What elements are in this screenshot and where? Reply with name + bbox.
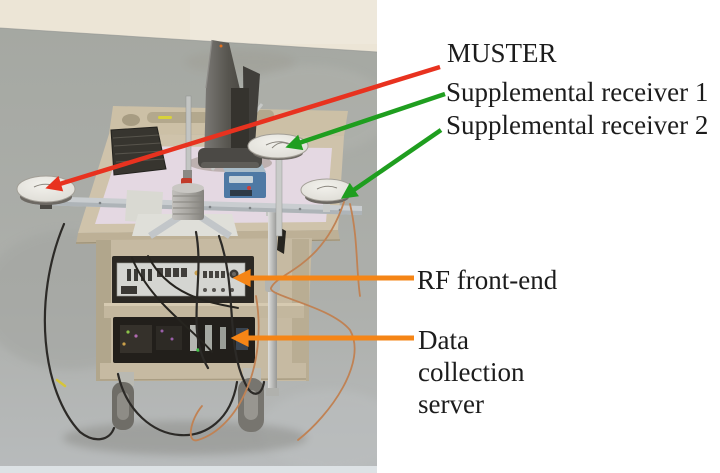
label-receiver2: Supplemental receiver 2 [446,110,709,140]
keyboard [110,126,167,176]
label-line-collection: collection [418,357,525,387]
label-line-server: server [418,389,484,419]
blue-instrument [222,164,266,198]
label-rf-front-end: RF front-end [417,265,558,295]
label-line-data: Data [418,325,469,355]
equipment-photo [0,0,377,473]
cart-shadow [63,421,307,455]
label-receiver1: Supplemental receiver 1 [446,77,709,107]
cables [43,201,361,442]
left-wheel [112,372,134,430]
data-collection-server-device [120,325,248,353]
label-muster: MUSTER [447,38,557,68]
power-led [219,44,223,48]
label-data-collection-server: Data collection server [418,324,524,420]
